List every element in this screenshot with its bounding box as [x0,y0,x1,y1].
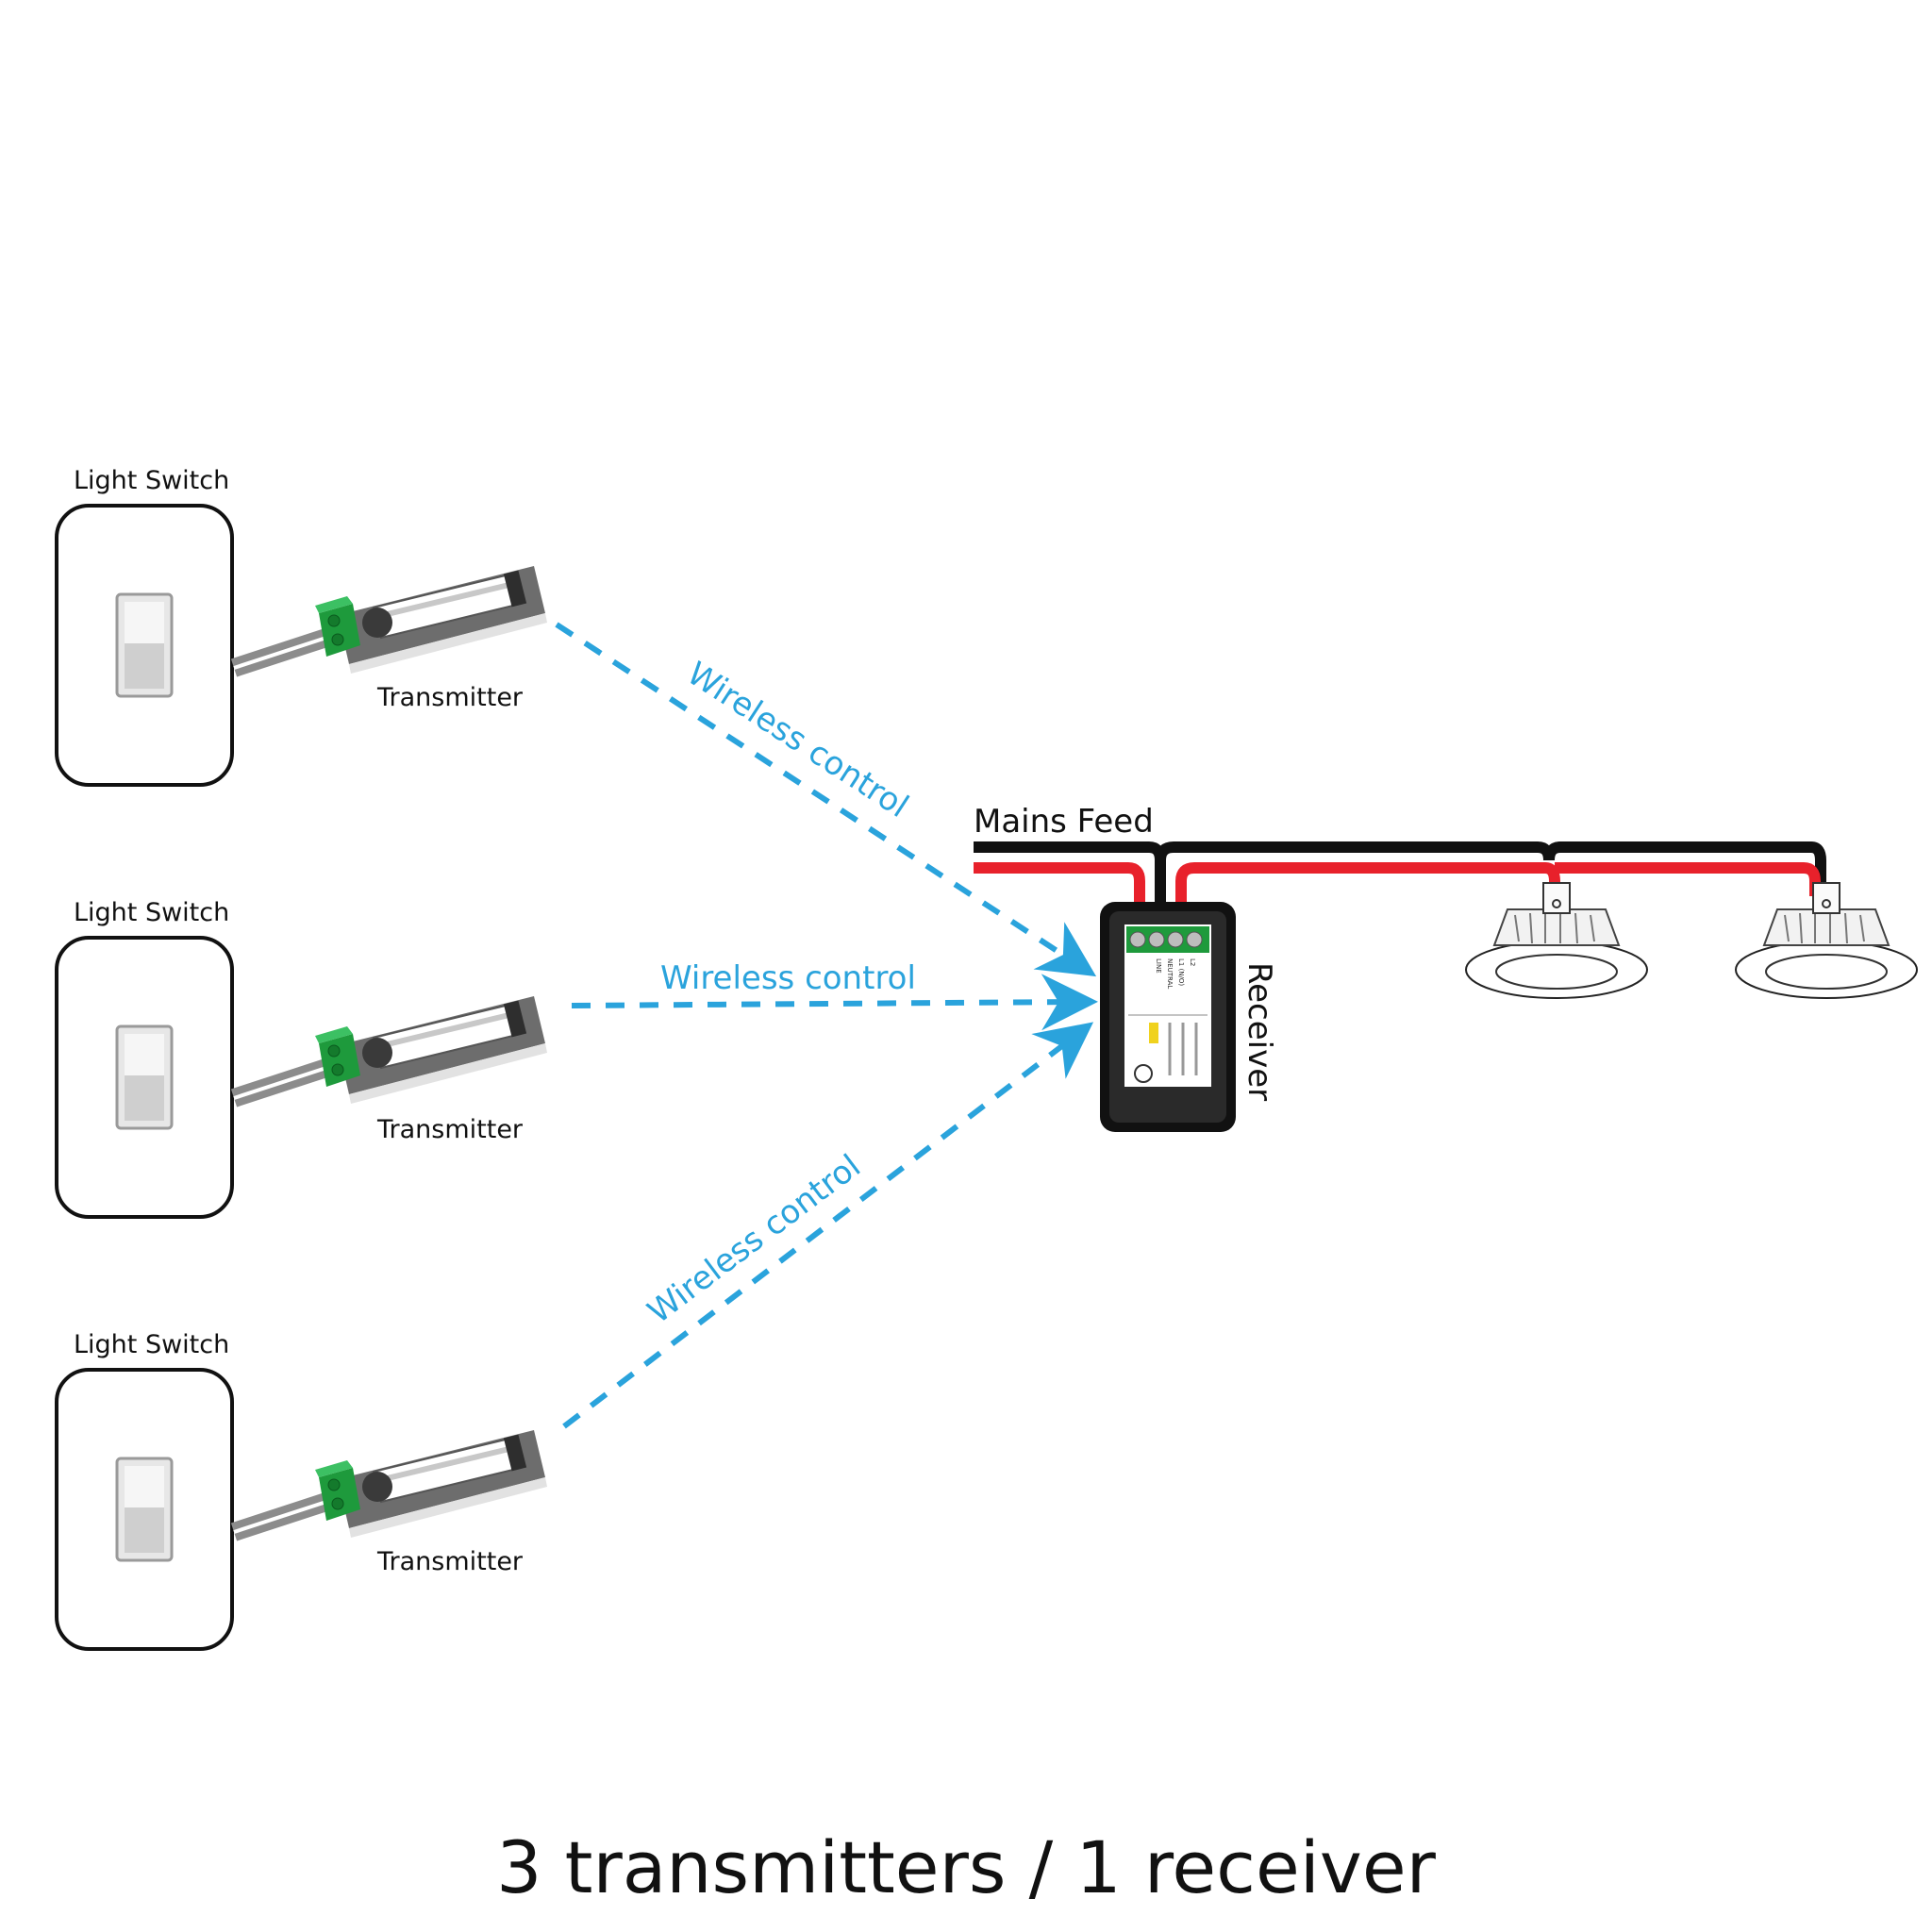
neutral-wire [974,841,1826,904]
receiver: L2 L1 (N/O) NEUTRAL LINE Receiver [1100,902,1278,1132]
light-switch-label: Light Switch [74,466,229,495]
terminal-neutral: NEUTRAL [1166,958,1174,989]
transmitter-icon [234,566,547,674]
wireless-control-label-2: Wireless control [660,959,916,997]
live-wire [974,862,1821,904]
transmitter-icon [234,1430,547,1538]
switch-unit-2: Light Switch Transmitter [55,898,547,1219]
terminal-line: LINE [1155,958,1162,974]
receiver-label: Receiver [1241,962,1278,1101]
transmitter-label: Transmitter [376,1115,524,1144]
terminal-l2: L2 [1189,958,1196,966]
switch-unit-3: Light Switch Transmitter [55,1330,547,1651]
downlight-icon [1735,882,1918,999]
transmitter-label: Transmitter [376,683,524,712]
wireless-links: Wireless control Wireless control Wirele… [555,622,1098,1429]
wireless-arrow-1 [555,622,1097,977]
light-switch-icon [55,504,234,787]
transmitter-icon [234,996,547,1104]
wireless-control-label-1: Wireless control [680,655,915,825]
wireless-control-label-3: Wireless control [641,1147,867,1331]
switch-unit-1: Light Switch Transmitter [55,466,547,787]
light-switch-label: Light Switch [74,1330,229,1359]
mains-wiring: Mains Feed [974,803,1826,904]
caption: 3 transmitters / 1 receiver [496,1825,1436,1909]
terminal-l1: L1 (N/O) [1177,958,1185,986]
light-switch-icon [55,1368,234,1651]
mains-feed-label: Mains Feed [974,803,1154,841]
wireless-arrow-3 [562,1022,1094,1429]
downlight-icon [1465,882,1648,999]
transmitter-label: Transmitter [376,1547,524,1576]
wireless-arrow-2 [571,974,1098,1031]
light-switch-label: Light Switch [74,898,229,927]
light-switch-icon [55,936,234,1219]
